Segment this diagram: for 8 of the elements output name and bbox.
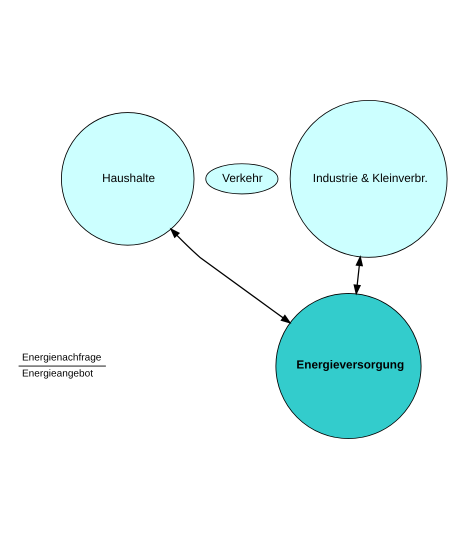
node-ellipse: Verkehr — [205, 163, 278, 194]
node-circle: Industrie & Kleinverbr. — [290, 100, 448, 258]
node-circle: Haushalte — [60, 112, 194, 246]
node-circle: Energieversorgung — [275, 293, 422, 440]
label: Energienachfrage — [22, 352, 102, 364]
label: Energieangebot — [22, 368, 94, 380]
arrow — [353, 255, 364, 296]
arrow — [170, 228, 292, 324]
